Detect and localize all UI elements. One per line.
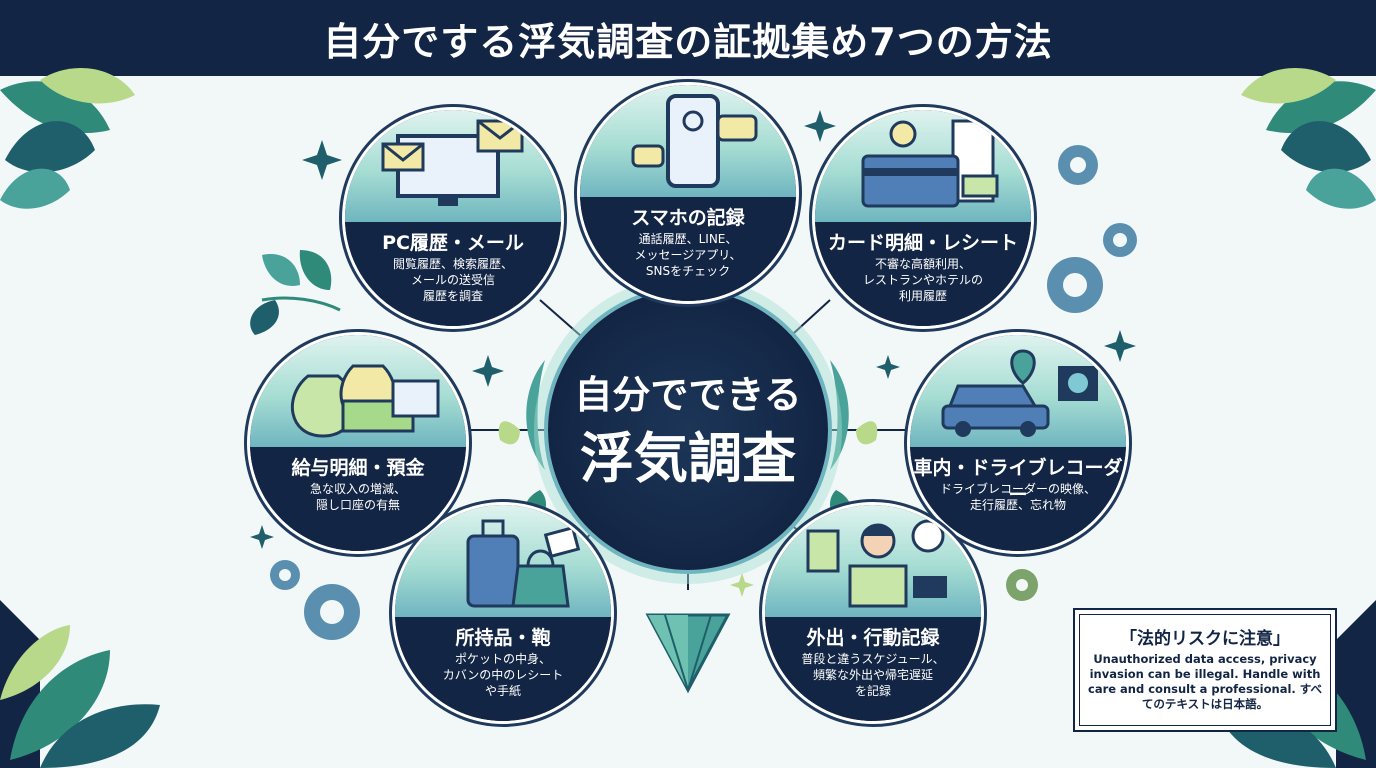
method-title: 車内・ドライブレコーダー [913, 457, 1123, 506]
method-description: 普段と違うスケジュール、 頻繁な外出や帰宅遅延 を記録 [801, 652, 945, 698]
gem-icon [645, 613, 731, 694]
method-node-salary: 給与明細・預金 急な収入の増減、 隠し口座の有無 [250, 335, 466, 551]
method-description: 閲覧履歴、検索履歴、 メールの送受信 履歴を調査 [392, 257, 513, 303]
warning-body: Unauthorized data access, privacy invasi… [1088, 652, 1322, 711]
credit-card-receipt-icon [815, 110, 1031, 222]
leaf-cluster-top-left-icon [0, 68, 135, 209]
method-title: 所持品・鞄 [455, 627, 551, 649]
method-node-smartphone: スマホの記録 通話履歴、LINE、 メッセージアプリ、 SNSをチェック [580, 85, 796, 301]
center-title-line2: 浮気調査 [580, 427, 796, 490]
smartphone-icon [580, 85, 796, 197]
method-description: ドライブレコーダーの映像、 走行履歴、忘れ物 [939, 482, 1096, 512]
leaf-cluster-top-right-icon [1241, 68, 1376, 209]
car-dashcam-icon [910, 335, 1126, 447]
method-title: スマホの記録 [631, 207, 745, 229]
method-title: PC履歴・メール [382, 232, 524, 254]
page-title: 自分でする浮気調査の証拠集め7つの方法 [323, 19, 1053, 64]
method-title: カード明細・レシート [827, 232, 1018, 254]
gear-icon [270, 145, 1137, 640]
warning-title: 「法的リスクに注意」 [1120, 629, 1290, 649]
method-title: 給与明細・預金 [291, 457, 425, 479]
method-description: 不審な高額利用、 レストランやホテルの 利用履歴 [862, 257, 983, 303]
method-node-card: カード明細・レシート 不審な高額利用、 レストランやホテルの 利用履歴 [815, 110, 1031, 326]
money-bag-icon [250, 335, 466, 447]
method-node-pc: PC履歴・メール 閲覧履歴、検索履歴、 メールの送受信 履歴を調査 [345, 110, 561, 326]
luggage-bag-icon [395, 505, 611, 617]
method-description: ポケットの中身、 カバンの中のレシート や手紙 [442, 652, 564, 698]
method-node-outing: 外出・行動記録 普段と違うスケジュール、 頻繁な外出や帰宅遅延 を記録 [765, 505, 981, 721]
legal-warning-box: 「法的リスクに注意」 Unauthorized data access, pri… [1073, 608, 1337, 732]
center-title-line1: 自分でできる [574, 373, 802, 417]
computer-mail-icon [345, 110, 561, 222]
method-title: 外出・行動記録 [806, 627, 940, 649]
leaf-sprig-icon [250, 250, 341, 335]
leaf-cluster-bottom-left-icon [0, 600, 160, 768]
method-description: 通話履歴、LINE、 メッセージアプリ、 SNSをチェック [634, 232, 742, 278]
header-bar: 自分でする浮気調査の証拠集め7つの方法 [0, 0, 1376, 76]
person-map-icon [765, 505, 981, 617]
method-description: 急な収入の増減、 隠し口座の有無 [309, 482, 406, 512]
